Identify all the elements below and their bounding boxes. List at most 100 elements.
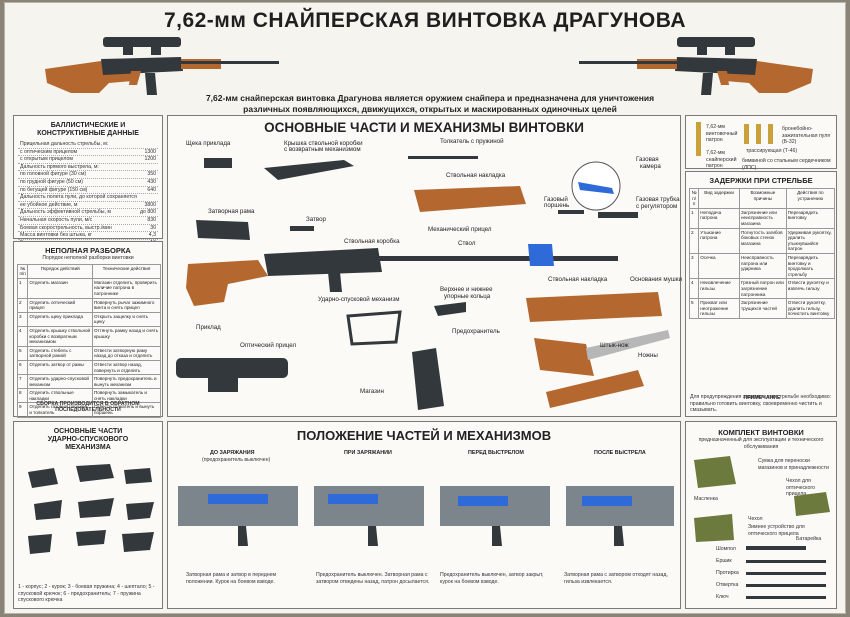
subtitle-line-1: 7,62-мм снайперская винтовка Драгунова я… bbox=[205, 93, 655, 103]
delays-table: № п/п Вид задержки Возможные причины Дей… bbox=[688, 188, 836, 319]
label-optic: Оптический прицел bbox=[240, 342, 297, 349]
label-gas-piston: Газовый bbox=[544, 196, 568, 203]
label-gas-chamber-2: камера bbox=[640, 163, 661, 170]
handguard-lower-image bbox=[526, 292, 662, 322]
cheek-image bbox=[204, 158, 232, 168]
barrel-image bbox=[378, 256, 618, 261]
label-bolt: Затвор bbox=[306, 216, 326, 223]
delays-cell-fix: Перезарядить винтовку и продолжать стрел… bbox=[785, 252, 836, 280]
delays-cell-cause: Погнутость загибов боковых стенок магази… bbox=[738, 227, 787, 254]
delays-cell-n: 5 bbox=[688, 298, 700, 319]
kit-case: Чехол для оптического прицела bbox=[786, 478, 816, 498]
disassembly-header: НЕПОЛНАЯ РАЗБОРКА bbox=[45, 246, 131, 255]
position-1-sub: (предохранитель выключен) bbox=[202, 457, 271, 463]
trigger-image bbox=[328, 272, 342, 292]
disassembly-footer: СБОРКА ПРОИЗВОДИТСЯ В ОБРАТНОМ ПОСЛЕДОВА… bbox=[36, 400, 140, 414]
gas-block-image bbox=[528, 244, 554, 266]
position-4-title: ПОСЛЕ ВЫСТРЕЛА bbox=[594, 450, 646, 456]
delays-cell-kind: Прихват или неотражение гильзы bbox=[698, 298, 740, 319]
magazine-image bbox=[412, 348, 444, 410]
label-receiver: Ствольная коробка bbox=[344, 238, 400, 245]
delays-cell-fix: Отвести рукоятку, удалить гильзу, почист… bbox=[785, 298, 836, 319]
label-cover-2: с возвратным механизмом bbox=[284, 146, 361, 153]
kit-case-image bbox=[794, 492, 830, 516]
ballistic-row-value: 1300 bbox=[144, 148, 156, 155]
ballistic-row: Начальная скорость пули, м/с 830 bbox=[18, 217, 158, 225]
delays-col-cause: Возможные причины bbox=[738, 188, 787, 209]
kit-rod: Шомпол bbox=[716, 546, 736, 552]
kit-cover-image bbox=[694, 514, 734, 542]
subtitle-line-2: различных появляющихся, движущихся, откр… bbox=[243, 104, 617, 114]
delays-cell-fix: Удерживая рукоятку, удалить утыкнувшийся… bbox=[785, 227, 836, 254]
ballistic-row-label: ее убойное действие, м bbox=[20, 201, 78, 208]
ballistic-row-value: 350 bbox=[147, 171, 156, 178]
delays-cell-kind: Неизвлечение гильзы bbox=[698, 278, 740, 300]
disassembly-cell-n: 1 bbox=[16, 277, 29, 299]
safety-image bbox=[434, 302, 466, 316]
disassembly-cell-n: 7 bbox=[16, 374, 29, 390]
label-rings-2: упорные кольца bbox=[444, 293, 491, 300]
label-pusher: Толкатель с пружиной bbox=[440, 138, 504, 145]
kit-winter: Зимнее устройство для оптического прицел… bbox=[748, 524, 805, 537]
disassembly-cell-n: 5 bbox=[16, 345, 29, 361]
kit-sub: предназначенный для эксплуатации и техни… bbox=[698, 437, 824, 450]
ballistic-row: по головной фигуре (30 см) 350 bbox=[18, 171, 158, 179]
position-2-title: ПРИ ЗАРЯЖАНИИ bbox=[344, 450, 392, 456]
delays-cell-cause: Загрязнение или неисправность магазина bbox=[738, 207, 787, 229]
label-barrel: Ствол bbox=[458, 240, 476, 247]
label-cover: Крышка ствольной коробки bbox=[284, 140, 363, 147]
label-stock: Приклад bbox=[196, 324, 221, 331]
ballistic-row-label: по грудной фигуре (50 см) bbox=[20, 178, 84, 185]
ballistic-row-label: по головной фигуре (30 см) bbox=[20, 171, 87, 178]
trigger-header-line-1: ОСНОВНЫЕ ЧАСТИ bbox=[53, 428, 123, 435]
disassembly-cell-n: 6 bbox=[16, 359, 29, 376]
cartridge-c2: 7,62-мм снайперский патрон bbox=[706, 150, 737, 170]
delays-note: Для предупреждения задержек при стрельбе… bbox=[690, 394, 832, 414]
trigger-parts-panel: ОСНОВНЫЕ ЧАСТИ УДАРНО-СПУСКОВОГО МЕХАНИЗ… bbox=[13, 421, 163, 609]
bolt-image bbox=[290, 226, 314, 231]
poster-title: 7,62-мм СНАЙПЕРСКАЯ ВИНТОВКА ДРАГУНОВА bbox=[163, 9, 687, 32]
delays-cell-kind: Осечка bbox=[698, 252, 740, 280]
disassembly-cell-name: Отделить затвор от рамы bbox=[27, 359, 93, 376]
disassembly-cell-action: Магазин отделить, проверить наличие патр… bbox=[91, 277, 162, 299]
position-2-text: Предохранитель выключен. Затворная рама … bbox=[316, 572, 430, 585]
ballistic-row-value: до 800 bbox=[139, 209, 156, 216]
kit-bag-image bbox=[694, 456, 736, 488]
label-magazine: Магазин bbox=[360, 388, 384, 395]
ballistic-row: по грудной фигуре (50 см) 430 bbox=[18, 179, 158, 187]
delays-cell-kind: Утыкание патрона bbox=[698, 227, 740, 254]
position-2-drawing bbox=[314, 486, 424, 546]
ballistic-row-label: Начальная скорость пули, м/с bbox=[20, 216, 93, 223]
position-3-drawing bbox=[440, 486, 550, 546]
disassembly-cell-action: Повернуть рычаг зажимного винта и снять … bbox=[91, 297, 162, 313]
gas-piston-image bbox=[558, 210, 584, 214]
ballistic-row-value: 430 bbox=[147, 178, 156, 185]
ballistic-header: БАЛЛИСТИЧЕСКИЕ И КОНСТРУКТИВНЫЕ ДАННЫЕ bbox=[14, 122, 162, 138]
cartridge-drawing bbox=[696, 122, 773, 156]
bayonet-blade-image bbox=[586, 330, 670, 360]
label-trigger: Ударно-спусковой механизм bbox=[318, 296, 400, 303]
ballistic-panel: БАЛЛИСТИЧЕСКИЕ И КОНСТРУКТИВНЫЕ ДАННЫЕ П… bbox=[13, 115, 163, 278]
ballistic-row: Дальность полета пули, до которой сохран… bbox=[18, 194, 158, 202]
kit-pouch: Масленка bbox=[694, 496, 718, 502]
disassembly-note: Порядок неполной разборки винтовки bbox=[42, 255, 134, 261]
gas-chamber-image bbox=[578, 182, 614, 194]
positions-header: ПОЛОЖЕНИЕ ЧАСТЕЙ И МЕХАНИЗМОВ bbox=[296, 428, 552, 443]
ballistic-row-label: с открытым прицелом bbox=[20, 156, 73, 163]
delays-header: ЗАДЕРЖКИ ПРИ СТРЕЛЬБЕ bbox=[709, 176, 813, 185]
kit-screwdriver: Отвертка bbox=[716, 582, 739, 588]
label-front-sight: Основания мушки bbox=[630, 276, 682, 283]
delays-cell-n: 1 bbox=[688, 207, 700, 229]
trigger-group-image bbox=[346, 310, 402, 346]
bolt-carrier-image bbox=[196, 220, 250, 240]
gas-tube-image bbox=[598, 212, 638, 218]
cartridge-b3: бимвиной со стальным сердечником (ЛПС) bbox=[742, 158, 831, 171]
delays-cell-cause: Загрязнение трущихся частей bbox=[738, 298, 787, 319]
ballistic-row-value: 830 bbox=[147, 216, 156, 223]
delays-cell-n: 4 bbox=[688, 278, 700, 300]
disassembly-table: № п/п Порядок действий Технические дейст… bbox=[16, 263, 162, 418]
